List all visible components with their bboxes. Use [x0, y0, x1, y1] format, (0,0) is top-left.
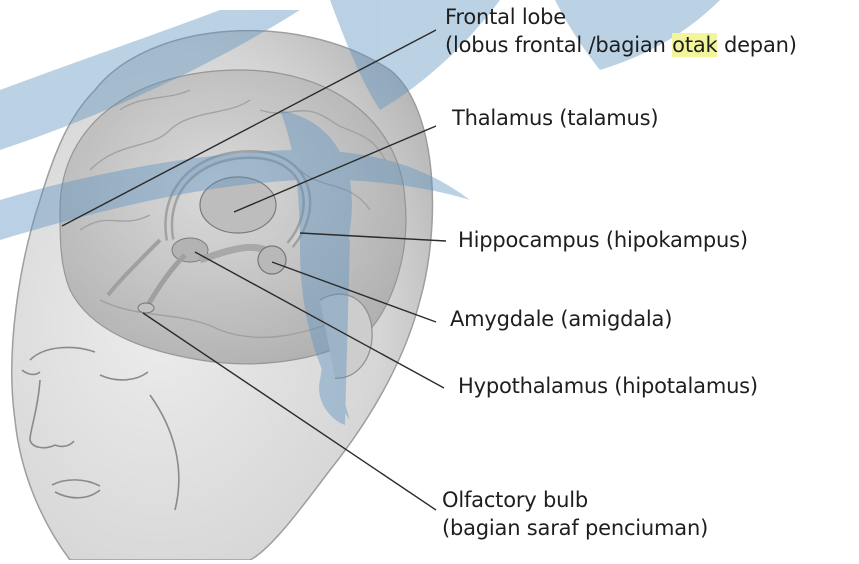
olfactory-bulb-structure	[138, 303, 154, 313]
frontal-lobe-title: Frontal lobe	[445, 3, 797, 31]
label-frontal-lobe: Frontal lobe (lobus frontal /bagian otak…	[445, 3, 797, 59]
olfactory-bulb-subtitle: (bagian saraf penciuman)	[442, 514, 708, 542]
label-hypothalamus: Hypothalamus (hipotalamus)	[458, 372, 758, 400]
label-amygdale: Amygdale (amigdala)	[450, 305, 672, 333]
label-olfactory-bulb: Olfactory bulb (bagian saraf penciuman)	[442, 486, 708, 542]
olfactory-bulb-title: Olfactory bulb	[442, 486, 708, 514]
amygdala-structure	[258, 246, 286, 274]
frontal-lobe-subtitle-part2: depan)	[717, 33, 796, 57]
frontal-lobe-subtitle-part1: (lobus frontal /bagian	[445, 33, 672, 57]
highlighted-word: otak	[672, 33, 717, 57]
frontal-lobe-subtitle: (lobus frontal /bagian otak depan)	[445, 31, 797, 59]
label-thalamus: Thalamus (talamus)	[452, 104, 658, 132]
label-hippocampus: Hippocampus (hipokampus)	[458, 226, 748, 254]
